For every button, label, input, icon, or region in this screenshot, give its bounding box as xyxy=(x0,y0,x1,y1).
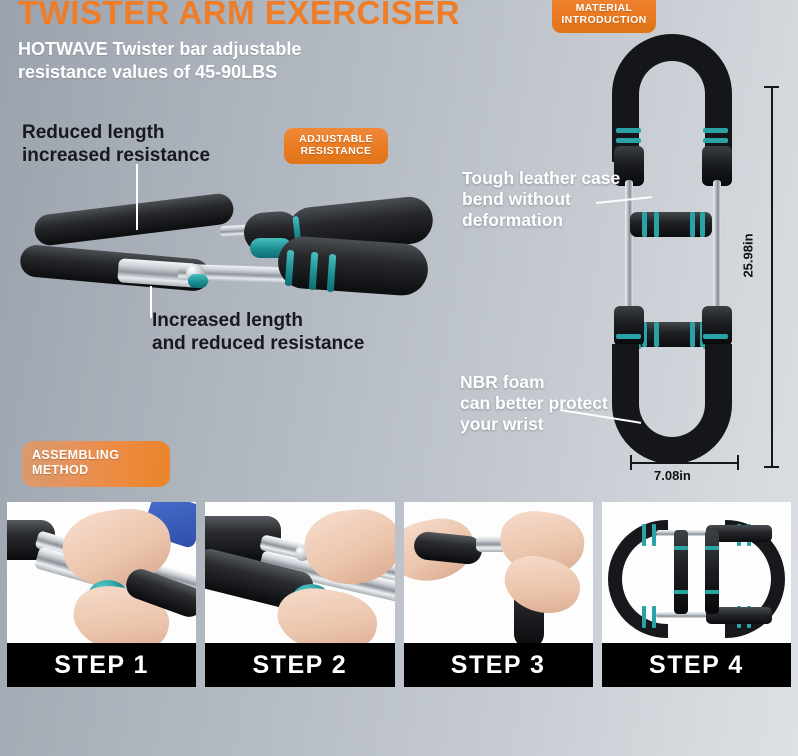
product-image-vertical xyxy=(598,34,748,464)
assembled-product xyxy=(602,502,791,643)
dimension-width-tick-right xyxy=(737,455,739,470)
leader-line-increased-length xyxy=(150,286,152,318)
step-photo-1 xyxy=(7,502,197,643)
dimension-height-tick-bottom xyxy=(764,466,779,468)
callout-increased-length: Increased length and reduced resistance xyxy=(152,310,365,354)
callout-reduced-length: Reduced length increased resistance xyxy=(22,122,211,166)
step-card-4: STEP 4 xyxy=(601,502,791,687)
badge-material-introduction: MATERIAL INTRODUCTION xyxy=(552,0,656,33)
step-photo-2 xyxy=(205,502,395,643)
product-image-horizontal xyxy=(0,191,436,316)
dimension-height-label: 25.98in xyxy=(740,233,756,278)
dimension-height-tick-top xyxy=(764,86,779,88)
badge-assembling-method: ASSEMBLING METHOD xyxy=(22,441,170,487)
dimension-width-label: 7.08in xyxy=(654,468,691,483)
step-photo-3 xyxy=(403,502,593,643)
dimension-width-line xyxy=(630,462,738,464)
leader-line-reduced-length xyxy=(136,164,138,230)
callout-tough-leather-case: Tough leather case bend without deformat… xyxy=(462,168,621,230)
dimension-height-line xyxy=(771,86,773,468)
assembling-steps: STEP 1 STEP 2 STEP 3 xyxy=(7,502,791,687)
step-card-3: STEP 3 xyxy=(403,502,593,687)
step-card-2: STEP 2 xyxy=(205,502,395,687)
step-caption-1: STEP 1 xyxy=(7,643,197,687)
page-subtitle: HOTWAVE Twister bar adjustable resistanc… xyxy=(18,39,302,83)
step-caption-4: STEP 4 xyxy=(601,643,791,687)
badge-adjustable-resistance: ADJUSTABLE RESISTANCE xyxy=(284,128,388,164)
dimension-width-tick-left xyxy=(630,455,632,470)
step-caption-3: STEP 3 xyxy=(403,643,593,687)
callout-nbr-foam: NBR foam can better protect your wrist xyxy=(460,372,608,434)
step-caption-2: STEP 2 xyxy=(205,643,395,687)
page-title: TWISTER ARM EXERCISER xyxy=(18,0,460,31)
step-card-1: STEP 1 xyxy=(7,502,197,687)
step-photo-4 xyxy=(601,502,791,643)
